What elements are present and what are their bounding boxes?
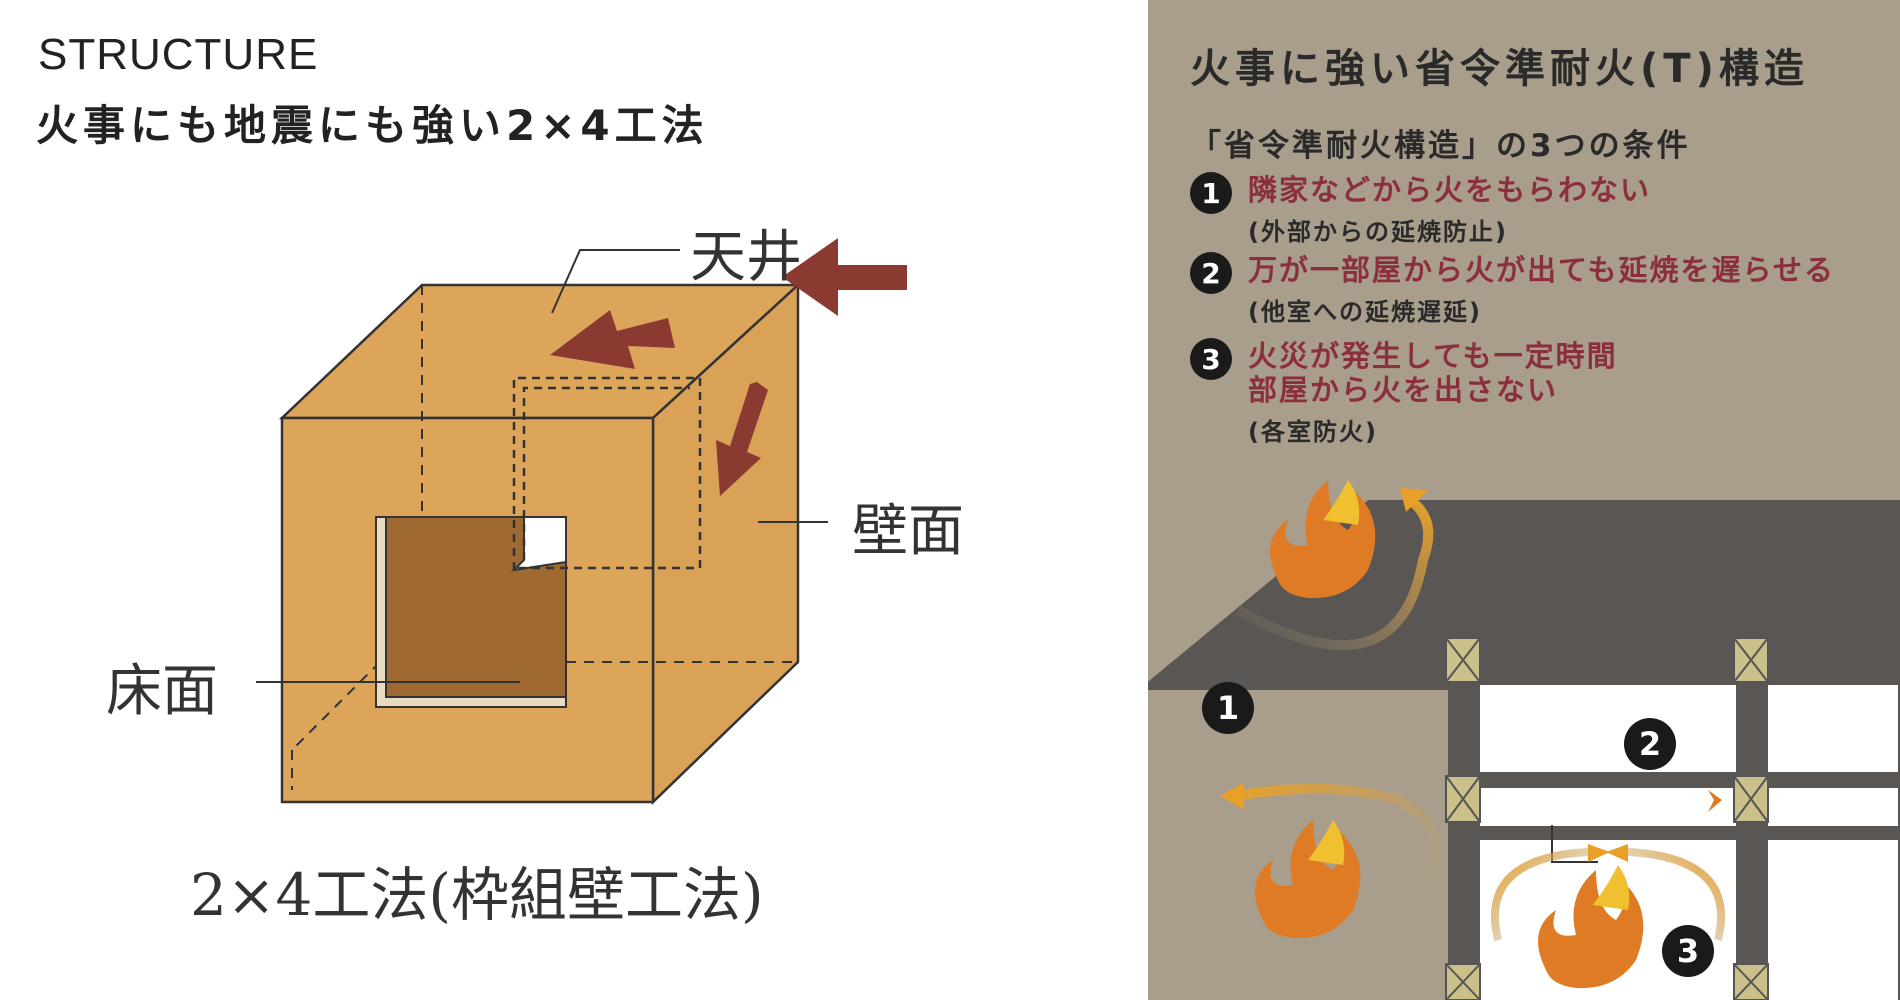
box-diagram xyxy=(256,238,907,805)
ceiling-label: 天井 xyxy=(690,225,802,290)
condition-2-badge: 2 xyxy=(1190,252,1232,294)
house-diagram xyxy=(1148,480,1900,1000)
condition-3-note: (各室防火) xyxy=(1248,418,1378,446)
section-headline: 火事にも地震にも強い2×4工法 xyxy=(36,101,709,150)
fire-resistance-panel: 火事に強い省令準耐火(T)構造 「省令準耐火構造」の3つの条件 1 隣家などから… xyxy=(1148,0,1900,1000)
condition-1-text: 隣家などから火をもらわない xyxy=(1248,173,1652,207)
panel-title: 火事に強い省令準耐火(T)構造 xyxy=(1190,46,1809,92)
flame-upper xyxy=(1270,480,1376,599)
wall-label: 壁面 xyxy=(852,499,964,564)
diagram-label-2: 2 xyxy=(1624,718,1676,770)
condition-1-note: (外部からの延焼防止) xyxy=(1248,218,1508,246)
floor-label: 床面 xyxy=(106,659,218,724)
condition-2-note: (他室への延焼遅延) xyxy=(1248,298,1482,326)
condition-1-badge: 1 xyxy=(1190,172,1232,214)
condition-3-badge: 3 xyxy=(1190,338,1232,380)
condition-3-text-line2: 部屋から火を出さない xyxy=(1248,373,1559,407)
flame-lower xyxy=(1255,820,1361,939)
conditions-heading: 「省令準耐火構造」の3つの条件 xyxy=(1190,128,1691,164)
condition-2-text: 万が一部屋から火が出ても延焼を遅らせる xyxy=(1248,253,1835,287)
condition-3-text: 火災が発生しても一定時間 xyxy=(1248,339,1618,373)
diagram-label-1: 1 xyxy=(1202,682,1254,734)
diagram-label-3: 3 xyxy=(1662,925,1714,977)
flame-room xyxy=(1538,865,1644,989)
structure-panel: STRUCTURE 火事にも地震にも強い2×4工法 xyxy=(36,30,964,929)
flame-small xyxy=(1708,790,1722,812)
method-caption: 2×4工法(枠組壁工法) xyxy=(190,861,764,929)
section-eyebrow: STRUCTURE xyxy=(38,30,319,79)
force-arrows xyxy=(550,238,907,496)
